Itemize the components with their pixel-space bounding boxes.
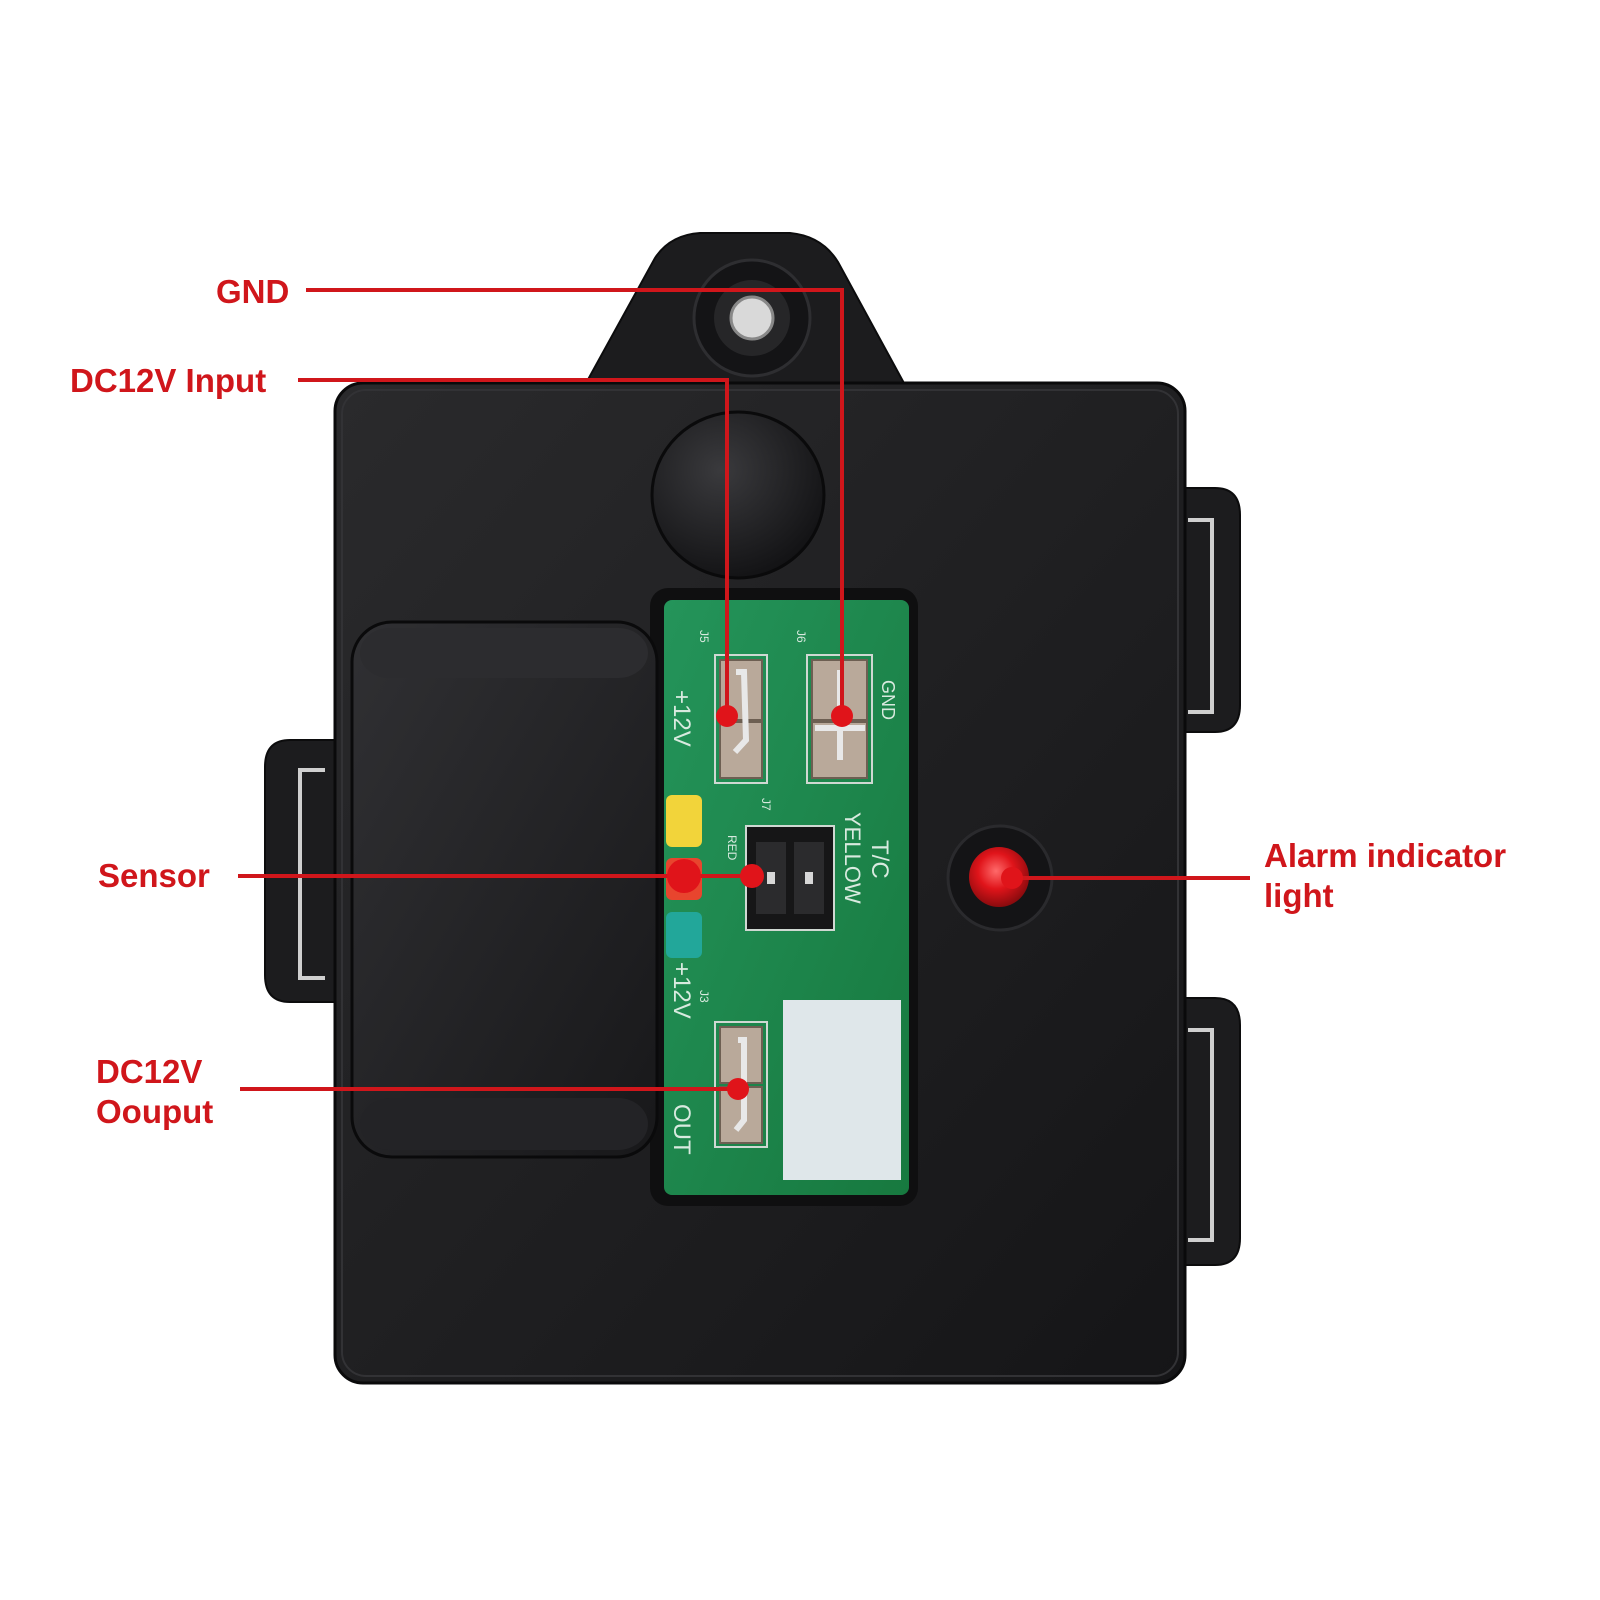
relay-cover-bottom-edge: [360, 1098, 648, 1150]
yellow-pad: [666, 795, 702, 847]
pcb-red-text: RED: [725, 835, 739, 861]
label-dc12v-output: DC12V Oouput: [96, 1052, 213, 1132]
dot-gnd: [831, 705, 853, 727]
clip-left: [264, 739, 351, 1003]
pcb-gnd-text: GND: [878, 680, 898, 720]
callout-dots: [667, 705, 1023, 1100]
relay-cover: [350, 620, 659, 1159]
housing-edge: [341, 389, 1179, 1377]
connector-j6: [806, 654, 873, 784]
clip-right-top-bracket: [1188, 518, 1214, 714]
pcb-j7-text: J7: [759, 798, 773, 811]
alarm-led: [969, 847, 1029, 907]
callout-line-gnd: [306, 288, 844, 716]
pcb-yellow-text: YELLOW: [840, 812, 865, 904]
label-sensor-text: Sensor: [98, 857, 210, 894]
label-dc12v-input-text: DC12V Input: [70, 362, 267, 399]
label-alarm-indicator: Alarm indicator light: [1264, 836, 1506, 916]
dot-sensor-red: [667, 859, 701, 893]
pcb-plus12v-top-text: +12V: [668, 690, 695, 747]
label-gnd: GND: [216, 272, 289, 312]
callout-lines: [238, 288, 1250, 1091]
dot-sensor: [740, 864, 764, 888]
pcb-j3-text: J3: [697, 990, 711, 1003]
pcb-tc-text: T/C: [866, 840, 893, 879]
label-sensor: Sensor: [98, 856, 210, 896]
label-alarm-line1: Alarm indicator: [1264, 837, 1507, 874]
dot-input: [716, 705, 738, 727]
connector-j3: [714, 1021, 768, 1148]
relay-cover-top-edge: [360, 628, 648, 678]
clip-right-bottom-bracket: [1188, 1028, 1214, 1242]
pcb-j5-text: J5: [697, 630, 711, 643]
mounting-hole: [729, 295, 775, 341]
pcb-board: J5 J6 +12V GND J7 T/C YELLOW RED J3 +12V…: [664, 600, 909, 1195]
dot-alarm: [1001, 867, 1023, 889]
pcb-white-label: [783, 1000, 901, 1180]
label-alarm-line2: light: [1264, 877, 1334, 914]
label-dc12v-input: DC12V Input: [70, 361, 266, 401]
label-dc12v-output-line2: Oouput: [96, 1093, 214, 1130]
connector-j5: [714, 654, 768, 784]
callout-line-input: [298, 378, 729, 716]
label-gnd-text: GND: [216, 273, 290, 310]
pcb-plus12v-bottom-text: +12V: [668, 962, 695, 1019]
teal-pad: [666, 912, 702, 958]
grommet-knob: [650, 410, 826, 580]
pcb-j6-text: J6: [794, 630, 808, 643]
label-dc12v-output-line1: DC12V: [96, 1053, 203, 1090]
pcb-out-text: OUT: [668, 1104, 695, 1155]
dot-output: [727, 1078, 749, 1100]
